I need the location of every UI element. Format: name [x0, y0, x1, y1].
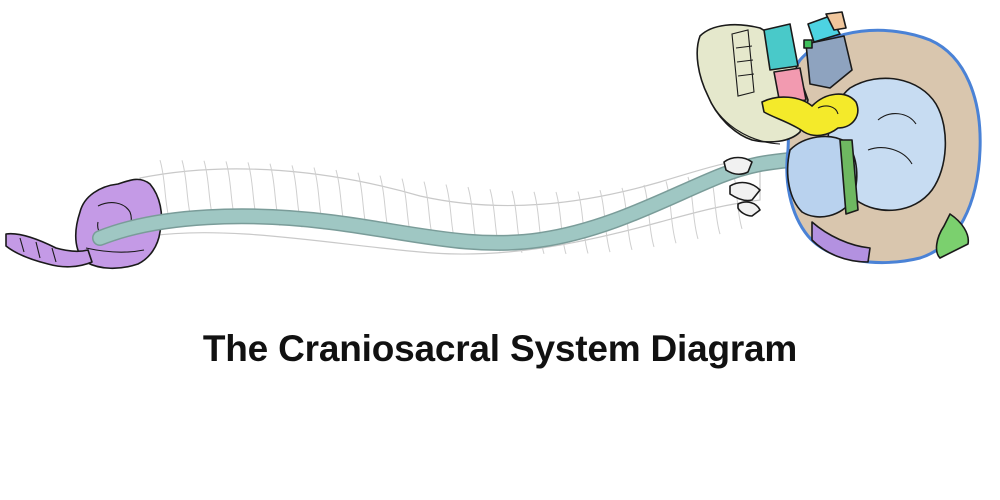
- spinal-cord-fill: [93, 153, 797, 250]
- vertebra-segment: [665, 181, 677, 244]
- vertebra-segment: [533, 191, 545, 254]
- craniosacral-diagram: [5, 11, 982, 270]
- vertebra-segment: [577, 191, 589, 254]
- sphenoid: [761, 93, 859, 137]
- coccyx-shape: [5, 232, 93, 268]
- cervical-vertebrae: [723, 156, 761, 217]
- vertebra-segment: [643, 184, 655, 248]
- diagram-title: The Craniosacral System Diagram: [202, 328, 798, 369]
- vertebra-segment: [555, 191, 567, 255]
- skull: [696, 11, 982, 265]
